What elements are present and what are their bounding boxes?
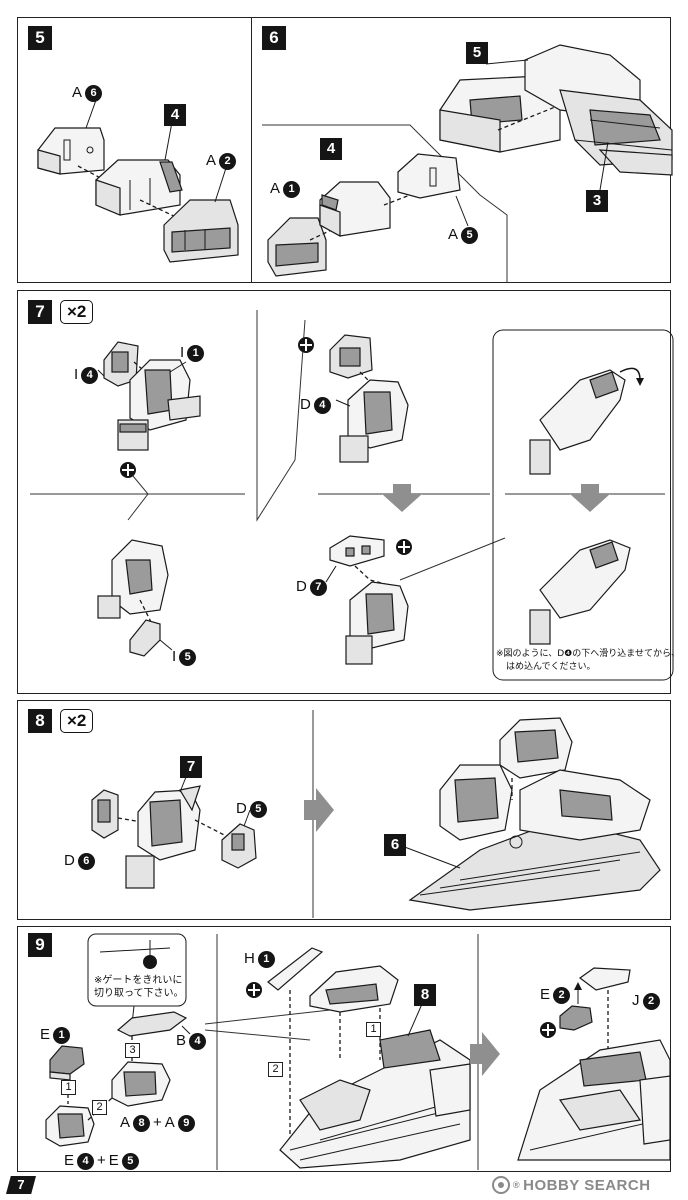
step5-part-a6 [37, 127, 105, 175]
step9-substep-1-left: 1 [61, 1080, 76, 1095]
step8-arrow-right [304, 788, 334, 832]
watermark-text: HOBBY SEARCH [523, 1176, 651, 1194]
step8-part-d6 [91, 789, 119, 839]
step-7-multiplier: ×2 [60, 300, 94, 324]
step9-ship-8 [279, 1029, 471, 1169]
step7-part-d4-cover [329, 334, 373, 379]
step7-part-i4 [103, 341, 139, 387]
step7-inset-box [492, 329, 674, 681]
step5-pointer-a2 [214, 167, 227, 203]
page-number: 7 [6, 1176, 36, 1194]
step6-part-4 [319, 181, 391, 238]
step9-part-h1 [267, 947, 324, 991]
step7-divider-vert [256, 310, 306, 522]
step6-ref-5: 5 [466, 42, 488, 64]
step8-ship-6 [408, 717, 661, 911]
step7-cement-icon-1 [120, 462, 136, 478]
step9-gate-note-line2: 切り取って下さい。 [94, 988, 184, 999]
step5-part-4 [95, 159, 183, 216]
step9-part-e1 [49, 1045, 85, 1081]
step9-gate-note-box [87, 933, 187, 1007]
step7-cement-icon-2 [298, 337, 314, 353]
step-7-badge: 7 [28, 300, 52, 324]
step9-assembly-e4e5 [45, 1105, 95, 1147]
step9-gate-note-line1: ※ゲートをきれいに [94, 975, 183, 986]
step9-cement-icon-1 [246, 982, 262, 998]
step7-inset-upper [529, 367, 644, 475]
step6-ref-3: 3 [586, 190, 608, 212]
step-9-badge: 9 [28, 933, 52, 957]
step7-bottom-left-assembly [97, 539, 169, 619]
step9-ref-8: 8 [414, 984, 436, 1006]
step9-cover-part [309, 965, 399, 1013]
step7-cement-icon-3 [396, 539, 412, 555]
step-5-badge: 5 [28, 26, 52, 50]
step9-substep-2-left: 2 [92, 1100, 107, 1115]
step5-pointer-4 [164, 121, 173, 161]
step9-part-e2 [559, 1005, 593, 1031]
step6-ref-4: 4 [320, 138, 342, 160]
step7-part-i5 [129, 619, 161, 657]
step9-substep-3: 3 [125, 1043, 140, 1058]
step8-leg-assembly-7 [125, 785, 201, 889]
step6-subassembly-5 [439, 75, 561, 153]
step7-center-assembly [339, 379, 409, 463]
step7-center-bottom-assembly [345, 581, 409, 665]
step9-ship-closeup [517, 1039, 671, 1161]
step6-part-a5 [397, 153, 461, 199]
step7-note-line2: はめ込んでください。 [506, 662, 596, 672]
step9-substep-1-mid: 1 [366, 1022, 381, 1037]
step8-ref-6: 6 [384, 834, 406, 856]
step-8-badge: 8 [28, 709, 52, 733]
step9-part-b4 [116, 1011, 188, 1037]
step5-part-a2 [163, 199, 239, 263]
step7-note-line1: ※図のように、D❹の下へ滑り込ませてから、 [496, 649, 681, 659]
hobby-search-logo-icon [492, 1176, 510, 1194]
step7-arrow-down-2 [570, 484, 610, 512]
step9-substep-2-mid: 2 [268, 1062, 283, 1077]
step7-inset-lower [529, 539, 631, 645]
step5-pointer-a6 [85, 99, 97, 129]
step7-arrow-down-1 [382, 484, 422, 512]
step9-arrow-right [470, 1032, 500, 1076]
step7-leg-assembly [117, 359, 201, 451]
step9-part-j2 [578, 967, 631, 991]
step6-bracket [262, 124, 508, 283]
hobby-search-watermark: ® HOBBY SEARCH [492, 1176, 651, 1194]
step-6-badge: 6 [262, 26, 286, 50]
step9-cement-icon-2 [540, 1022, 556, 1038]
step9-assembly-a8a9 [111, 1061, 171, 1107]
step7-part-d7 [329, 535, 385, 567]
watermark-mark: ® [513, 1180, 521, 1190]
step6-part-a1 [267, 217, 327, 277]
step8-part-d5 [221, 823, 257, 869]
step5-ref-4: 4 [164, 104, 186, 126]
step-8-multiplier: ×2 [60, 709, 94, 733]
step6-ship-3 [524, 44, 673, 176]
step8-ref-7: 7 [180, 756, 202, 778]
